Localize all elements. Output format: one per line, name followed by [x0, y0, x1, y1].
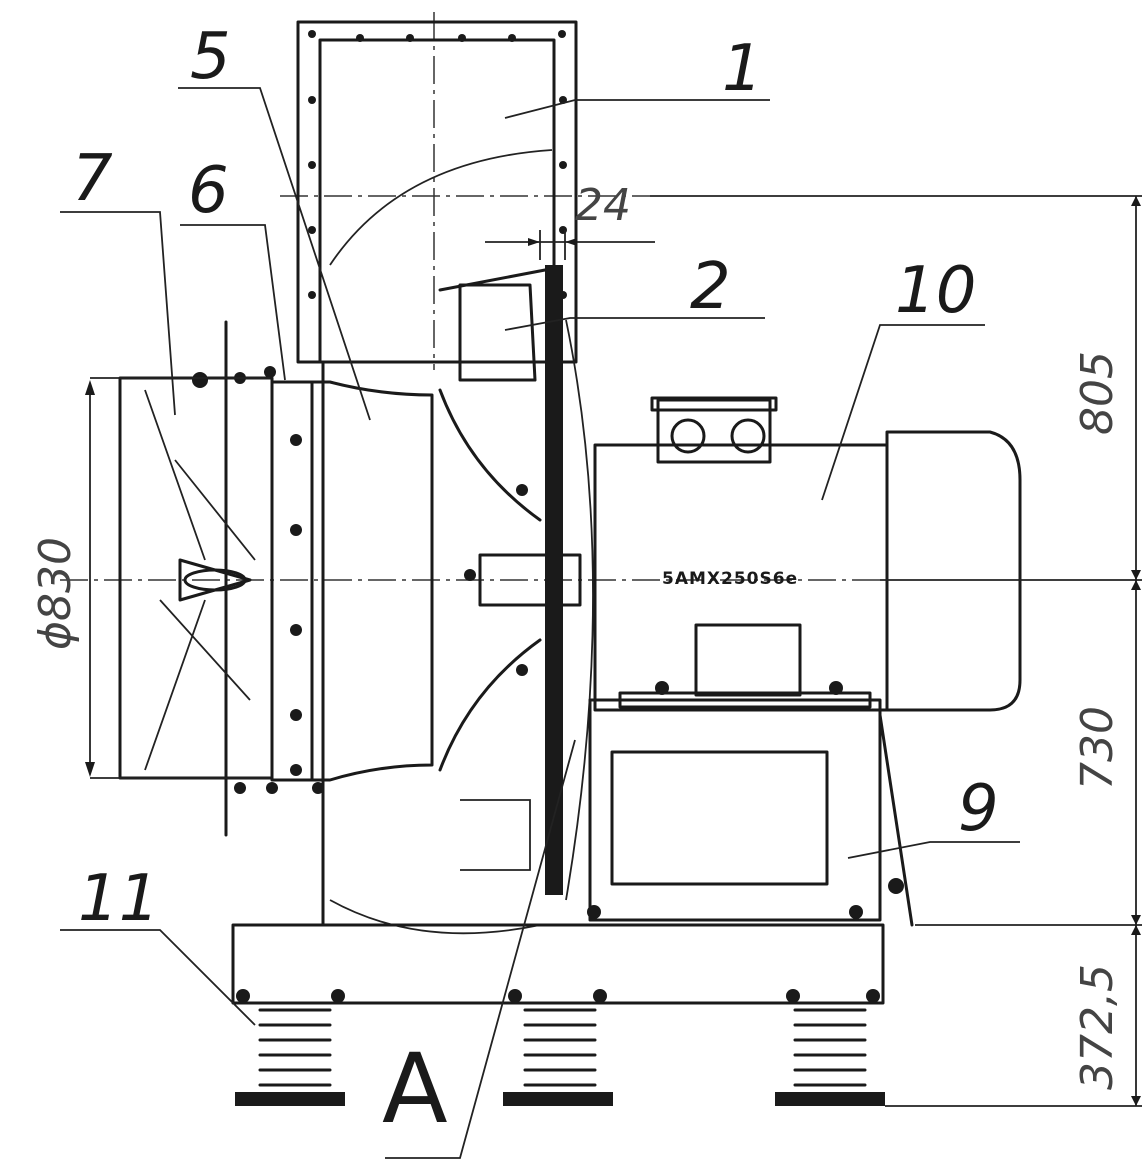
dimension-lines [85, 195, 1142, 1107]
isolator-left [235, 1008, 345, 1106]
callout-2: 2 [690, 250, 731, 324]
callout-10: 10 [895, 254, 976, 328]
fan-housing [321, 268, 547, 935]
leader-lines [60, 87, 1020, 1159]
inlet-vane-box [118, 320, 324, 837]
outlet-duct [296, 20, 578, 364]
dim-diameter-830: ϕ830 [30, 537, 81, 650]
motor-frame [587, 681, 914, 927]
electric-motor: 5АМХ250S6е [593, 396, 1022, 712]
isolator-middle [503, 1008, 613, 1106]
callout-11: 11 [78, 862, 159, 936]
callout-6: 6 [188, 154, 229, 228]
dim-730: 730 [1072, 706, 1123, 790]
inlet-collector [270, 380, 434, 782]
callout-7: 7 [72, 142, 113, 216]
impeller [438, 265, 594, 901]
motor-nameplate: 5АМХ250S6е [662, 569, 798, 589]
callout-5: 5 [190, 20, 231, 94]
isolator-right [775, 1008, 885, 1106]
view-label-a: А [382, 1033, 448, 1145]
callout-1: 1 [722, 32, 763, 106]
dim-805: 805 [1072, 351, 1123, 435]
dim-372-5: 372,5 [1072, 964, 1123, 1090]
vibration-isolators [235, 1008, 885, 1106]
dimension-labels: 24 ϕ830 805 730 372,5 [30, 180, 1123, 1090]
dim-gap-24: 24 [575, 180, 631, 231]
callout-labels: 1 2 5 6 7 9 10 11 [72, 20, 999, 936]
base-frame [231, 923, 885, 1005]
callout-9: 9 [958, 772, 999, 846]
